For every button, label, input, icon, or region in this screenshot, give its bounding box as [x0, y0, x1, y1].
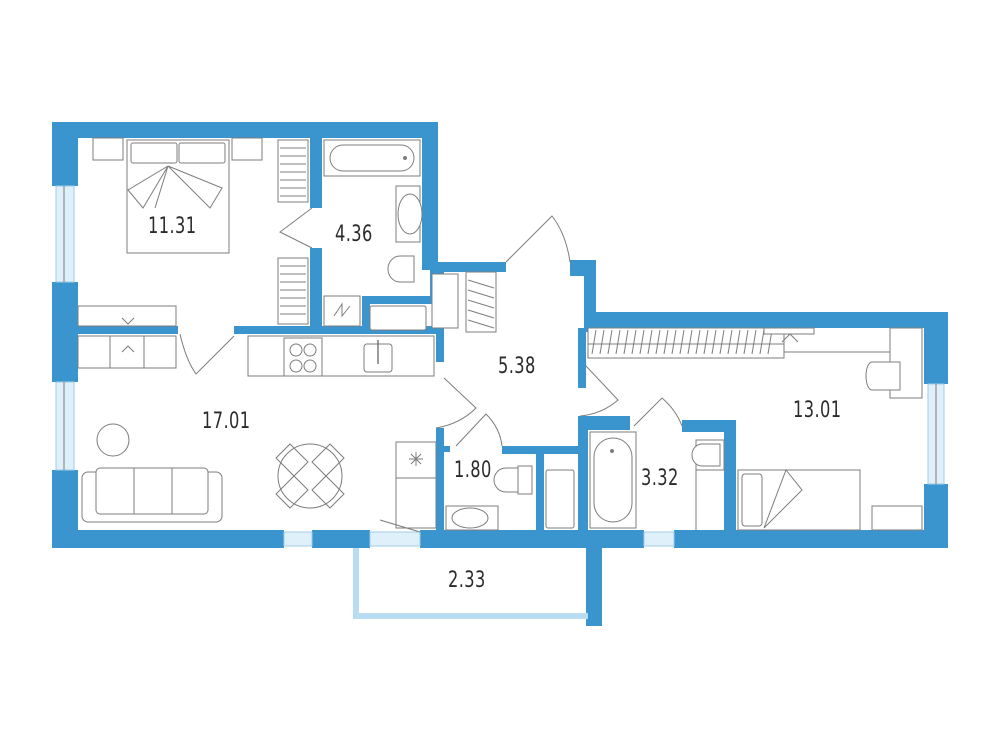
bathroom-second-fixtures	[589, 397, 725, 530]
wc-fixtures	[445, 413, 575, 531]
hallway-fixtures	[435, 215, 619, 429]
room-area-bedroom: 11.31	[148, 214, 197, 239]
bathroom-main-fixtures	[323, 139, 459, 331]
room-area-bathroom-main: 4.36	[335, 222, 373, 247]
room-area-bedroom-second: 13.01	[793, 398, 842, 423]
bedroom-furniture	[77, 137, 313, 327]
walls	[52, 122, 948, 626]
windows	[55, 185, 945, 619]
room-area-wc: 1.80	[454, 458, 492, 483]
room-area-hallway: 5.38	[498, 354, 536, 379]
kitchen-living-furniture	[77, 333, 437, 533]
bedroom-second-furniture	[587, 327, 923, 531]
room-area-balcony: 2.33	[448, 568, 486, 593]
room-area-kitchen-living: 17.01	[202, 409, 251, 434]
room-area-bathroom-second: 3.32	[641, 466, 679, 491]
